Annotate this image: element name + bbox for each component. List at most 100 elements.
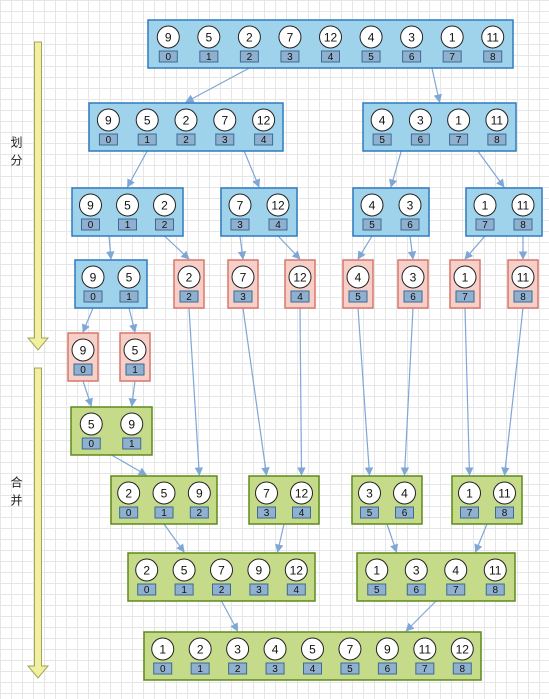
index-box xyxy=(290,290,310,303)
element-index: 8 xyxy=(520,292,526,303)
index-box xyxy=(402,50,422,63)
index-box xyxy=(268,218,288,231)
value-circle xyxy=(116,193,139,217)
value-circle xyxy=(135,558,159,582)
value-circle xyxy=(263,637,287,661)
element-index: 7 xyxy=(467,508,473,519)
index-box xyxy=(292,506,311,519)
element-value: 7 xyxy=(240,271,247,285)
element-value: 7 xyxy=(221,114,228,128)
index-box xyxy=(406,583,426,596)
element-index: 6 xyxy=(407,220,413,231)
element-value: 2 xyxy=(183,114,190,128)
element-index: 0 xyxy=(88,439,94,450)
element-index: 4 xyxy=(297,292,303,303)
array-nodes: 9051227312445361711890512273124453617118… xyxy=(67,19,543,681)
element-value: 7 xyxy=(237,199,244,213)
element-index: 0 xyxy=(80,365,86,376)
element-index: 2 xyxy=(197,508,203,519)
value-circle xyxy=(447,108,471,132)
index-box xyxy=(452,662,472,675)
element-value: 2 xyxy=(143,564,150,578)
element-value: 5 xyxy=(88,418,95,432)
value-circle xyxy=(247,558,271,582)
element-index: 6 xyxy=(418,135,424,146)
arrow-s3a-to-l0 xyxy=(82,307,94,333)
element-index: 0 xyxy=(106,135,112,146)
arrow-l3-to-m2b xyxy=(242,307,270,476)
index-box xyxy=(239,50,259,63)
index-box xyxy=(446,583,466,596)
element-value: 11 xyxy=(498,487,511,501)
index-box xyxy=(249,583,269,596)
value-circle xyxy=(288,265,312,289)
element-index: 8 xyxy=(520,220,526,231)
index-box xyxy=(395,506,414,519)
arrow-s0-to-s1a xyxy=(185,67,250,103)
array-node-l7: 17 xyxy=(449,259,481,309)
arrow-l6-to-m2c xyxy=(400,307,414,476)
index-box xyxy=(485,583,505,596)
element-index: 7 xyxy=(422,664,428,675)
index-box xyxy=(137,583,157,596)
value-circle xyxy=(473,193,497,217)
value-circle xyxy=(413,637,437,661)
arrow-l5-to-m2c xyxy=(357,307,374,476)
index-box xyxy=(415,662,435,675)
element-index: 6 xyxy=(385,664,391,675)
element-value: 1 xyxy=(455,114,462,128)
element-value: 4 xyxy=(368,31,375,45)
index-box xyxy=(303,662,322,675)
element-index: 5 xyxy=(369,220,375,231)
element-index: 8 xyxy=(494,135,500,146)
element-value: 12 xyxy=(271,199,285,213)
index-box xyxy=(377,662,397,675)
arrow-m2b-to-m3a xyxy=(275,523,285,553)
arrow-s1a-to-s2a xyxy=(126,150,148,188)
value-circle xyxy=(458,481,481,505)
index-box xyxy=(495,506,514,519)
index-box xyxy=(153,662,173,675)
array-node-l3: 73 xyxy=(227,259,259,309)
index-box xyxy=(362,218,382,231)
value-circle xyxy=(123,338,147,362)
index-box xyxy=(400,218,420,231)
value-circle xyxy=(493,481,516,505)
index-box xyxy=(442,50,462,63)
value-circle xyxy=(174,108,198,132)
index-box xyxy=(83,290,103,303)
array-node-l1: 51 xyxy=(119,332,151,382)
arrow-l2-to-m2a xyxy=(188,307,204,476)
element-value: 1 xyxy=(449,31,456,45)
arrow-s2c-to-l6 xyxy=(407,235,417,260)
element-value: 4 xyxy=(355,271,362,285)
split-label: 划分 xyxy=(9,136,23,172)
value-circle xyxy=(319,25,342,49)
element-index: 5 xyxy=(374,585,380,596)
element-value: 2 xyxy=(246,31,253,45)
element-value: 1 xyxy=(462,271,469,285)
element-value: 5 xyxy=(161,487,168,501)
element-index: 3 xyxy=(237,220,243,231)
element-index: 4 xyxy=(294,585,300,596)
value-circle xyxy=(511,193,535,217)
value-circle xyxy=(252,108,276,132)
element-index: 4 xyxy=(299,508,305,519)
arrow-l7-to-m2d xyxy=(464,307,474,476)
index-box xyxy=(190,662,210,675)
element-value: 9 xyxy=(256,564,263,578)
array-node-l0: 90 xyxy=(67,332,99,382)
value-circle xyxy=(444,558,468,582)
element-index: 5 xyxy=(379,135,385,146)
element-index: 2 xyxy=(219,585,225,596)
element-index: 1 xyxy=(144,135,150,146)
value-circle xyxy=(450,637,474,661)
value-circle xyxy=(453,265,477,289)
